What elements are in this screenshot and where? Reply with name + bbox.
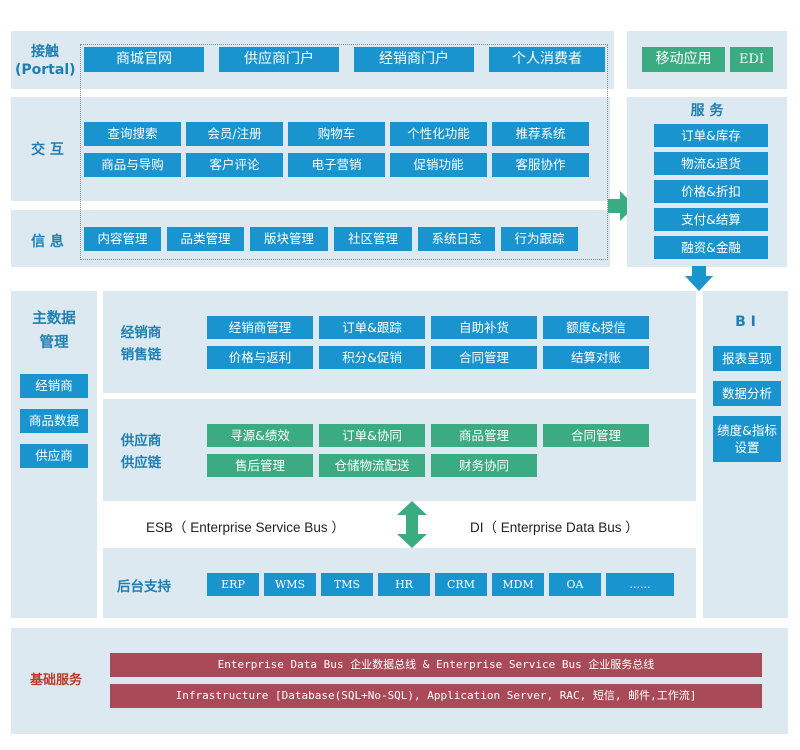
portal-item-dealer[interactable]: 经销商门户 — [354, 47, 474, 72]
interaction-item-search[interactable]: 查询搜索 — [84, 122, 181, 146]
service-item-payment[interactable]: 支付&结算 — [654, 208, 768, 231]
interaction-item-recommend[interactable]: 推荐系统 — [492, 122, 589, 146]
interaction-item-review[interactable]: 客户评论 — [186, 153, 283, 177]
services-label: 服 务 — [690, 103, 724, 119]
dealer-item-settlement[interactable]: 结算对账 — [543, 346, 649, 369]
supplier-item-contract[interactable]: 合同管理 — [543, 424, 649, 447]
supplier-item-warehouse[interactable]: 仓储物流配送 — [319, 454, 425, 477]
backend-item-mdm[interactable]: MDM — [492, 573, 544, 596]
dealer-item-replenish[interactable]: 自助补货 — [431, 316, 537, 339]
info-item-category[interactable]: 品类管理 — [167, 227, 244, 251]
info-item-log[interactable]: 系统日志 — [418, 227, 495, 251]
dealer-item-points[interactable]: 积分&促销 — [319, 346, 425, 369]
backend-item-crm[interactable]: CRM — [435, 573, 487, 596]
backend-item-hr[interactable]: HR — [378, 573, 430, 596]
bi-item-report[interactable]: 报表呈现 — [713, 346, 781, 371]
portal-label-line2: (Portal) — [15, 62, 76, 78]
di-label: DI（ Enterprise Data Bus ） — [470, 520, 639, 535]
supplier-item-product[interactable]: 商品管理 — [431, 424, 537, 447]
supplier-item-aftersales[interactable]: 售后管理 — [207, 454, 313, 477]
interaction-item-personal[interactable]: 个性化功能 — [390, 122, 487, 146]
service-item-finance[interactable]: 融资&金融 — [654, 236, 768, 259]
backend-item-tms[interactable]: TMS — [321, 573, 373, 596]
interaction-item-promotion[interactable]: 促销功能 — [390, 153, 487, 177]
info-item-community[interactable]: 社区管理 — [334, 227, 412, 251]
backend-item-wms[interactable]: WMS — [264, 573, 316, 596]
arrow-right-icon — [608, 191, 635, 221]
foundation-bar-bus[interactable]: Enterprise Data Bus 企业数据总线 & Enterprise … — [110, 653, 762, 677]
bi-label: B I — [735, 314, 756, 330]
service-item-price[interactable]: 价格&折扣 — [654, 180, 768, 203]
master-item-dealer[interactable]: 经销商 — [20, 374, 88, 398]
bidirectional-arrow-icon — [397, 501, 427, 548]
interaction-label: 交 互 — [31, 142, 64, 158]
foundation-panel — [11, 628, 788, 734]
interaction-item-cart[interactable]: 购物车 — [288, 122, 385, 146]
supplier-chain-panel — [103, 399, 696, 501]
supplier-chain-label-line2: 供应链 — [120, 455, 162, 471]
master-data-label-line2: 管理 — [39, 335, 69, 351]
information-label: 信 息 — [31, 234, 64, 250]
bi-item-kpi-line1: 绩度&指标 — [717, 423, 777, 438]
portal-item-supplier[interactable]: 供应商门户 — [219, 47, 339, 72]
interaction-item-member[interactable]: 会员/注册 — [186, 122, 283, 146]
dealer-chain-panel — [103, 291, 696, 393]
master-data-label-line1: 主数据 — [32, 311, 76, 327]
backend-item-erp[interactable]: ERP — [207, 573, 259, 596]
supplier-item-finance[interactable]: 财务协同 — [431, 454, 537, 477]
info-item-section[interactable]: 版块管理 — [250, 227, 328, 251]
service-item-logistics[interactable]: 物流&退货 — [654, 152, 768, 175]
info-item-tracking[interactable]: 行为跟踪 — [501, 227, 578, 251]
supplier-item-order[interactable]: 订单&协同 — [319, 424, 425, 447]
foundation-bar-infrastructure[interactable]: Infrastructure [Database(SQL+No-SQL), Ap… — [110, 684, 762, 708]
interaction-item-guide[interactable]: 商品与导购 — [84, 153, 181, 177]
dealer-chain-label-line1: 经销商 — [120, 325, 162, 341]
supplier-chain-label-line1: 供应商 — [120, 433, 162, 449]
esb-label: ESB（ Enterprise Service Bus ） — [146, 520, 345, 535]
supplier-item-sourcing[interactable]: 寻源&绩效 — [207, 424, 313, 447]
arrow-down-icon — [685, 266, 713, 291]
portal-item-mall[interactable]: 商城官网 — [84, 47, 204, 72]
dealer-item-management[interactable]: 经销商管理 — [207, 316, 313, 339]
foundation-label: 基础服务 — [29, 673, 82, 688]
portal-label-line1: 接触 — [31, 44, 59, 60]
interaction-item-marketing[interactable]: 电子营销 — [288, 153, 385, 177]
master-item-product[interactable]: 商品数据 — [20, 409, 88, 433]
dealer-item-order[interactable]: 订单&跟踪 — [319, 316, 425, 339]
supplier-chain-label: 供应商 供应链 — [111, 430, 171, 474]
portal-label: 接触 (Portal) — [15, 43, 76, 79]
master-item-supplier[interactable]: 供应商 — [20, 444, 88, 468]
bi-item-analysis[interactable]: 数据分析 — [713, 381, 781, 406]
dealer-item-credit[interactable]: 额度&授信 — [543, 316, 649, 339]
bi-item-kpi-line2: 设置 — [734, 440, 760, 455]
service-item-order[interactable]: 订单&库存 — [654, 124, 768, 147]
backend-label: 后台支持 — [117, 579, 171, 595]
backend-item-oa[interactable]: OA — [549, 573, 601, 596]
edi-button[interactable]: EDI — [730, 47, 773, 72]
master-data-label: 主数据 管理 — [11, 307, 97, 355]
dealer-chain-label: 经销商 销售链 — [111, 322, 171, 366]
interaction-item-service[interactable]: 客服协作 — [492, 153, 589, 177]
backend-item-more[interactable]: ...... — [606, 573, 674, 596]
info-item-content[interactable]: 内容管理 — [84, 227, 161, 251]
front-end-dotted-frame — [80, 44, 608, 260]
bi-item-kpi[interactable]: 绩度&指标 设置 — [713, 416, 781, 462]
dealer-chain-label-line2: 销售链 — [120, 347, 162, 363]
dealer-item-rebate[interactable]: 价格与返利 — [207, 346, 313, 369]
dealer-item-contract[interactable]: 合同管理 — [431, 346, 537, 369]
portal-item-consumer[interactable]: 个人消费者 — [489, 47, 605, 72]
interaction-panel — [11, 97, 610, 201]
mobile-app-button[interactable]: 移动应用 — [642, 47, 725, 72]
